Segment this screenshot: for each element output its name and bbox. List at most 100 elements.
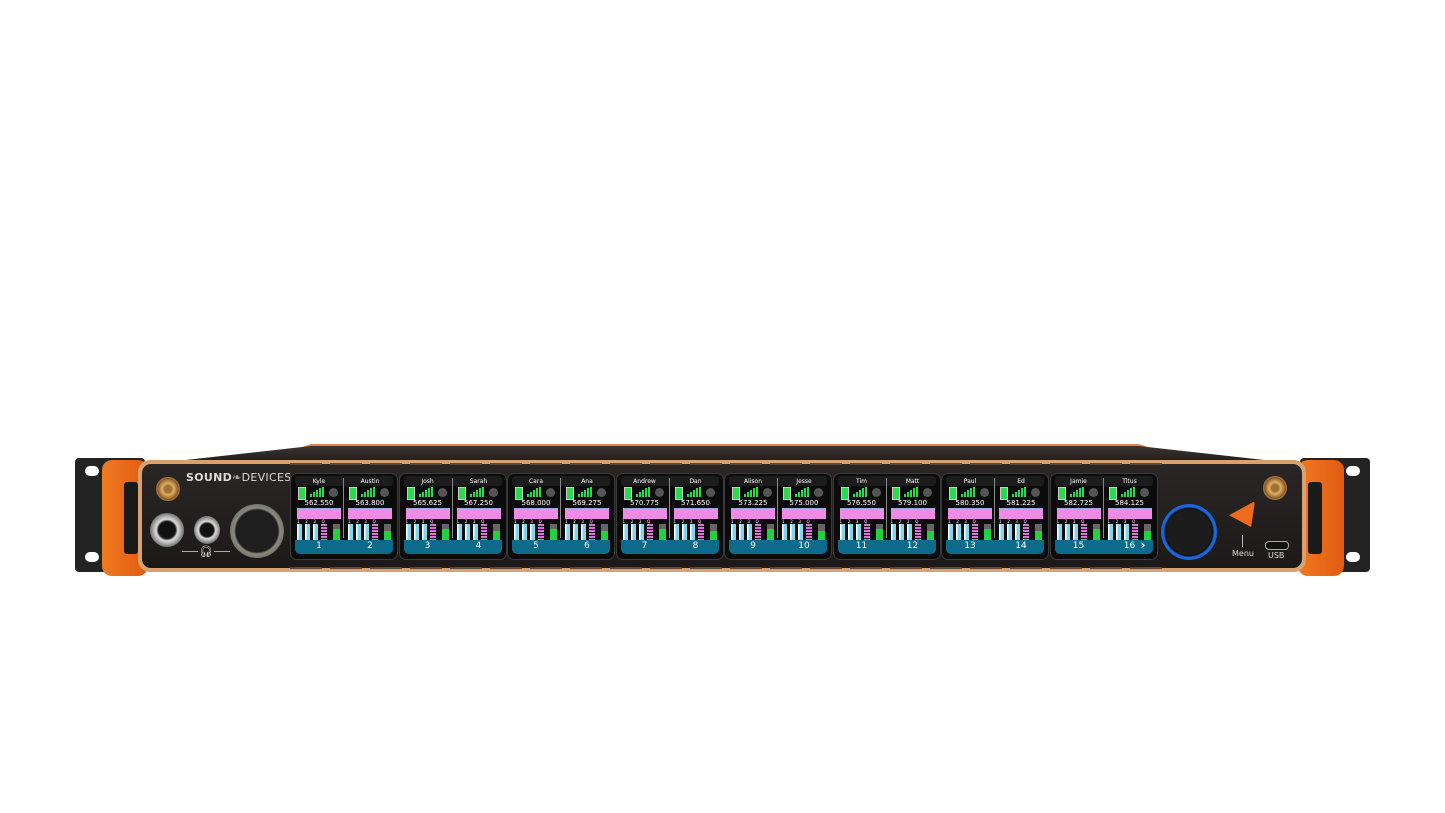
meter-labels: 1 2 3 Q [731,519,761,524]
receiver-screen[interactable]: Jamie 582.725 1 2 3 Q 15 Titus 584.125 1… [1049,473,1158,560]
channel-name: Ana [581,478,593,485]
receiver-screen[interactable]: Paul 580.350 1 2 3 Q 13 Ed 581.225 1 2 3… [941,473,1049,560]
diversity-meter-1 [514,524,519,540]
channel-name: Kyle [312,478,326,485]
diversity-meter-2 [1064,524,1070,540]
rf-signal-icon [361,487,375,497]
screen-title-bar [295,476,393,486]
channel-frequency: 582.725 [1064,499,1093,507]
receiver-screen[interactable]: Cara 568.000 1 2 3 Q 5 Ana 569.275 1 2 3… [507,473,615,560]
antenna-connector-left [156,477,180,501]
headphone-jack-small[interactable] [194,516,220,544]
channel-label-bar [297,508,341,519]
screen-title-bar [620,476,719,486]
meter-labels: 1 2 3 Q [348,519,378,524]
battery-icon [406,487,415,500]
status-led-icon [437,488,447,497]
meter-labels: 1 2 3 Q [673,519,704,524]
vent-slot [730,463,762,465]
screen-title-bar [512,476,610,486]
diversity-meter-2 [739,524,744,540]
battery-icon [674,487,683,500]
battery-icon [783,487,791,500]
rf-signal-icon [903,487,918,497]
rf-signal-icon [578,487,592,497]
channel-footer [512,540,610,554]
vent-slot [770,567,802,569]
divider [182,551,198,552]
status-led-icon [1031,488,1040,497]
diversity-meter-1 [782,524,787,540]
channel-frequency: 567.250 [464,499,493,507]
channel-number: 13 [964,541,976,551]
vent-slot [490,567,522,569]
status-led-icon [763,488,772,497]
status-led-icon [705,488,715,497]
channel-frequency: 570.775 [630,499,659,507]
channel-strip: Cara 568.000 1 2 3 Q 5 [510,474,562,559]
quality-meter [1023,524,1029,540]
selector-knob[interactable] [1161,504,1217,560]
quality-meter [372,524,378,540]
divider [451,478,453,538]
vent-slot [1010,463,1042,465]
channel-label-bar [456,508,501,519]
status-led-icon [654,488,664,497]
diversity-meter-3 [1015,524,1020,540]
status-led-icon [922,488,932,497]
menu-label: Menu [1232,549,1254,558]
vent-slot [490,463,522,465]
receiver-screen[interactable]: Kyle 562.550 1 2 3 Q 1 Austin 563.800 1 … [290,473,398,560]
rf-signal-icon [795,487,809,497]
channel-strip: Paul 580.350 1 2 3 Q 13 [944,474,996,559]
quality-meter [1131,524,1138,540]
channel-name: Dan [689,478,702,485]
rf-signal-icon [469,487,484,497]
vent-slot [650,463,682,465]
channel-number: 8 [692,541,699,551]
meter-labels: 1 2 3 Q [297,519,327,524]
channel-label-bar [1107,508,1152,519]
vent-slot [1050,567,1082,569]
vent-slot [370,463,402,465]
meter-labels: 1 2 3 Q [948,519,978,524]
receiver-screen[interactable]: Tim 576.550 1 2 3 Q 11 Matt 579.100 1 2 … [832,473,941,560]
receiver-screen[interactable]: Andrew 570.775 1 2 3 Q 7 Dan 571.650 1 2… [615,473,724,560]
channel-number: 12 [906,541,919,551]
diversity-meter-2 [630,524,636,540]
audio-level-meter [333,524,340,540]
vent-slot [330,463,362,465]
diversity-meter-3 [747,524,752,540]
meter-labels: 1 2 3 Q [839,519,870,524]
quality-meter [321,524,327,540]
diversity-meter-1 [405,524,411,540]
chevron-right-icon[interactable]: › [1140,538,1146,552]
diversity-meter-3 [798,524,803,540]
battery-icon [949,487,957,500]
headphone-volume-knob[interactable] [230,504,284,558]
vent-slot [890,463,922,465]
channel-footer [403,540,502,554]
usb-port[interactable] [1265,541,1289,550]
channel-frequency: 581.225 [1006,499,1036,507]
diversity-meter-2 [681,524,687,540]
quality-meter [755,524,761,540]
rf-signal-icon [961,487,975,497]
receiver-screen[interactable]: Alison 573.225 1 2 3 Q 9 Jesse 575.000 1… [724,473,832,560]
battery-icon [349,487,357,500]
headphone-jack-large[interactable] [150,513,184,547]
divider [668,478,670,538]
channel-strip: Austin 563.800 1 2 3 Q 2 [344,474,396,559]
receiver-screen[interactable]: Josh 565.625 1 2 3 Q 3 Sarah 567.250 1 2… [398,473,507,560]
diversity-meter-3 [1123,524,1129,540]
rf-signal-icon [686,487,701,497]
usb-label: USB [1268,551,1285,560]
screen-title-bar [1054,476,1153,486]
quality-meter [914,524,921,540]
channel-frequency: 569.275 [572,499,602,507]
channel-label-bar [999,508,1043,519]
diversity-meter-1 [565,524,570,540]
channel-number: 9 [750,541,756,551]
channel-name: Paul [963,478,977,485]
rf-signal-icon [1120,487,1135,497]
